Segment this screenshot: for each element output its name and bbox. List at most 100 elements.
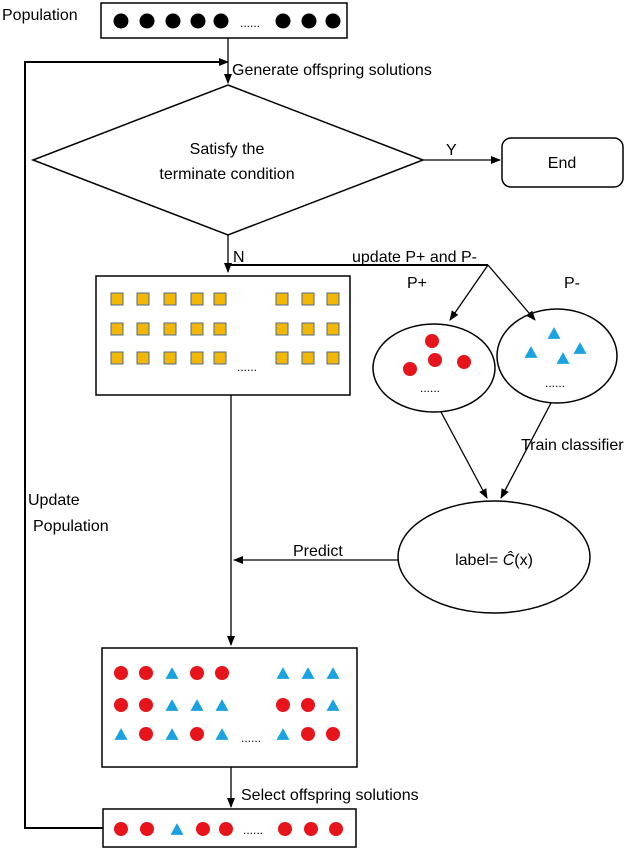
labeled-triangle [276, 728, 290, 740]
candidate-square [136, 351, 150, 365]
labeled-triangle [165, 728, 179, 740]
terminate-condition-diamond [30, 84, 426, 236]
candidate-square [213, 292, 227, 306]
labeled-dot [301, 698, 315, 712]
p-minus-ellipse [496, 308, 618, 404]
labeled-triangle [215, 699, 229, 711]
labeled-triangle [114, 728, 128, 740]
condition-label-line1: Satisfy the [190, 141, 265, 158]
update-population-label-line2: Population [33, 518, 109, 535]
population-dot [301, 13, 317, 29]
offspring-dot [329, 822, 343, 836]
population-label: Population [2, 7, 78, 24]
labeled-triangle [301, 667, 315, 679]
classifier-label: label= Ĉ(x) [455, 550, 533, 569]
labeled-dot [190, 666, 204, 680]
offspring-box [102, 808, 357, 848]
update-sets-label: update P+ and P- [352, 249, 477, 266]
candidate-square [213, 351, 227, 365]
labeled-dot [139, 666, 153, 680]
p-plus-dot [428, 353, 442, 367]
candidate-square [190, 292, 204, 306]
population-dot [139, 13, 155, 29]
p-plus-markers [403, 334, 471, 376]
labeled-dot [215, 666, 229, 680]
p-plus-dot [457, 355, 471, 369]
yes-label: Y [446, 142, 457, 159]
offspring-markers [114, 822, 343, 836]
classifier-ellipse [397, 500, 591, 614]
p-plus-dot [403, 362, 417, 376]
population-markers [113, 13, 341, 29]
p-plus-label: P+ [407, 275, 427, 292]
candidate-square [163, 351, 177, 365]
p-minus-triangle [547, 327, 561, 339]
offspring-dot [196, 822, 210, 836]
p-minus-triangle [573, 342, 587, 354]
p-minus-triangle [556, 352, 570, 364]
labeled-triangle [276, 667, 290, 679]
population-box [100, 2, 348, 39]
candidate-square [275, 322, 289, 336]
candidate-square [190, 322, 204, 336]
candidate-solutions-box [95, 275, 351, 396]
offspring-dot [114, 822, 128, 836]
candidate-square [190, 351, 204, 365]
end-label: End [548, 155, 576, 172]
p-plus-ellipse [372, 323, 496, 413]
no-label: N [233, 249, 245, 266]
labeled-triangle [326, 667, 340, 679]
p-minus-ellipsis: ...... [545, 376, 565, 390]
candidate-square [301, 322, 315, 336]
classifier-symbol: Ĉ [503, 550, 515, 569]
candidate-square [213, 322, 227, 336]
arrow-p-plus-to-classifier [440, 411, 488, 499]
condition-label-line2: terminate condition [159, 166, 294, 183]
labeled-markers [114, 666, 340, 741]
labeled-ellipsis: ...... [241, 731, 261, 745]
offspring-dot [219, 822, 233, 836]
offspring-dot [304, 822, 318, 836]
labeled-dot [190, 727, 204, 741]
labeled-dot [276, 698, 290, 712]
population-dot [113, 13, 129, 29]
labeled-dot [326, 727, 340, 741]
update-population-loop [24, 58, 229, 829]
labeled-triangle [326, 699, 340, 711]
candidate-markers [110, 292, 340, 365]
p-minus-markers [524, 327, 587, 364]
candidate-square [110, 322, 124, 336]
candidate-square [163, 292, 177, 306]
labeled-dot [114, 698, 128, 712]
population-dot [325, 13, 341, 29]
offspring-dot [140, 822, 154, 836]
labeled-triangle [215, 728, 229, 740]
candidate-square [136, 322, 150, 336]
offspring-ellipsis: ...... [243, 823, 263, 837]
candidate-square [136, 292, 150, 306]
candidate-square [301, 292, 315, 306]
arrow-to-p-plus [449, 264, 489, 321]
labeled-triangle [165, 699, 179, 711]
labeled-triangle [165, 667, 179, 679]
candidate-square [326, 322, 340, 336]
labeled-dot [139, 698, 153, 712]
offspring-triangle [170, 823, 184, 835]
candidate-square [110, 351, 124, 365]
candidate-square [110, 292, 124, 306]
candidate-square [275, 292, 289, 306]
population-dot [190, 13, 206, 29]
labeled-dot [301, 727, 315, 741]
population-dot [213, 13, 229, 29]
p-plus-dot [425, 334, 439, 348]
population-ellipsis: ...... [240, 16, 260, 30]
update-population-label-line1: Update [28, 492, 80, 509]
labeled-dot [114, 666, 128, 680]
candidate-square [301, 351, 315, 365]
p-minus-label: P- [564, 275, 580, 292]
arrow-to-p-minus [487, 264, 536, 321]
p-plus-ellipsis: ...... [420, 381, 440, 395]
candidate-ellipsis: ...... [237, 360, 257, 374]
labeled-dot [139, 727, 153, 741]
